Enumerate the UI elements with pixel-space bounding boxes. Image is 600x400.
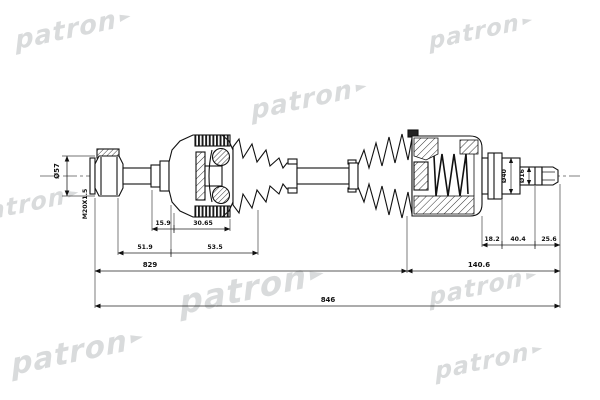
housing-wall-section: [459, 139, 479, 155]
seal-collar: [159, 160, 170, 192]
dim-label-shaft-length: 829: [143, 261, 158, 269]
joint-hub: [204, 165, 223, 187]
flange-ring: [487, 152, 503, 200]
dim-label-18-2: 18.2: [484, 236, 499, 243]
dim-row-overall: 846: [94, 296, 561, 309]
splined-tip: [541, 166, 559, 186]
washer: [89, 157, 96, 195]
dim-label-15-9: 15.9: [155, 220, 170, 227]
boot-cuff: [348, 162, 359, 190]
left-cv-boot: [232, 137, 298, 215]
dim-label-25-6: 25.6: [541, 236, 556, 243]
dim-row-d: 18.2 40.4 25.6: [481, 236, 561, 249]
dim-label-stub-dia-small: Ø16: [518, 169, 526, 183]
spline-section: [195, 151, 206, 201]
housing-neck: [481, 157, 489, 195]
bearing-ball: [211, 147, 231, 167]
dim-left-diameter: Ø57: [53, 155, 70, 197]
spline-block: [413, 161, 429, 191]
dim-label-thread-spec: M20X1.5: [82, 189, 89, 220]
dim-row-a: 15.9 30.65: [151, 220, 231, 233]
hub-nut: [94, 155, 124, 197]
dim-label-overall-length: 846: [321, 296, 336, 304]
boot-clamp: [287, 187, 298, 194]
left-cv-joint: [168, 134, 234, 218]
right-tripod-joint: [407, 129, 483, 217]
dim-stub-diameters: Ø40 Ø16: [500, 157, 532, 195]
housing-wall-section: [413, 195, 475, 215]
coil-spring: [433, 153, 469, 197]
dim-label-left-diameter: Ø57: [53, 163, 61, 179]
abs-ring-teeth-top: [194, 134, 231, 147]
right-cv-boot: [347, 133, 413, 219]
housing-wall-section: [413, 137, 439, 161]
left-shaft-neck: [122, 160, 170, 192]
dim-label-30-65: 30.65: [193, 220, 213, 227]
hub-nut-and-thread: [89, 148, 124, 197]
dim-label-stub-dia-large: Ø40: [500, 168, 508, 183]
dim-label-51-9: 51.9: [137, 244, 152, 251]
abs-ring-teeth-bottom: [194, 205, 231, 218]
dim-row-c: 829 140.6: [94, 261, 561, 274]
dim-label-right-span: 140.6: [468, 261, 490, 269]
bearing-ball: [211, 185, 231, 205]
dim-row-b: 51.9 53.5: [117, 244, 259, 257]
boot-clamp: [287, 158, 298, 165]
interconnect-shaft: [296, 167, 350, 185]
dim-label-53-5: 53.5: [207, 244, 222, 251]
dim-label-40-4: 40.4: [510, 236, 526, 243]
